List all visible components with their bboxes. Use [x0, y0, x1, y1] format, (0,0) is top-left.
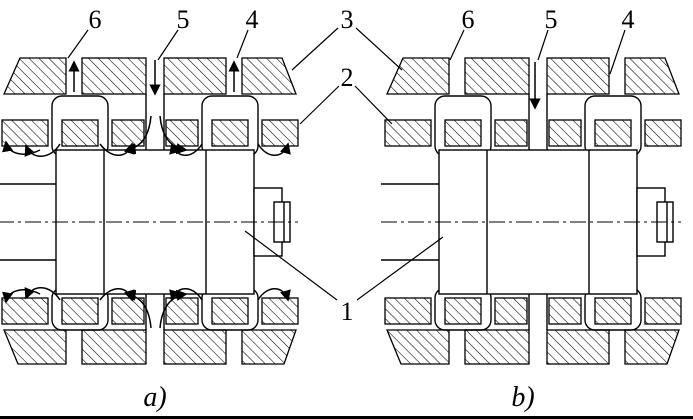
split-right: [159, 115, 188, 155]
swirl-bottom-left-cup-outer: [24, 286, 61, 301]
caption-a: a): [143, 382, 166, 413]
swirl-top-far-left: [2, 140, 41, 155]
swirl-bottom-right-cup-inner: [169, 288, 203, 302]
caption-b: b): [511, 382, 534, 413]
callout-5-right: 5: [545, 5, 558, 34]
flow-arrows-a: [2, 60, 291, 329]
swirl-top-right-cup-inner: [169, 142, 203, 156]
assembly-b: [380, 57, 682, 365]
swirl-bottom-far-left: [2, 289, 41, 304]
swirl-bottom-right-cup-outer: [257, 288, 291, 302]
callout-6-left: 6: [89, 5, 102, 34]
callout-4-right: 4: [622, 5, 635, 34]
bottom-border: [0, 416, 693, 419]
swirl-top-left-cup-outer: [24, 143, 61, 158]
split-left: [124, 115, 152, 155]
callout-5-left: 5: [177, 5, 190, 34]
swirl-top-right-cup-outer: [257, 142, 291, 156]
callout-2: 2: [341, 63, 354, 92]
callout-6-right: 6: [462, 5, 475, 34]
callout-3: 3: [341, 5, 354, 34]
split-bottom-right: [159, 289, 188, 329]
callout-1: 1: [341, 297, 354, 326]
callout-4-left: 4: [246, 5, 259, 34]
leader-lines: [67, 27, 626, 301]
split-bottom-left: [124, 289, 152, 329]
